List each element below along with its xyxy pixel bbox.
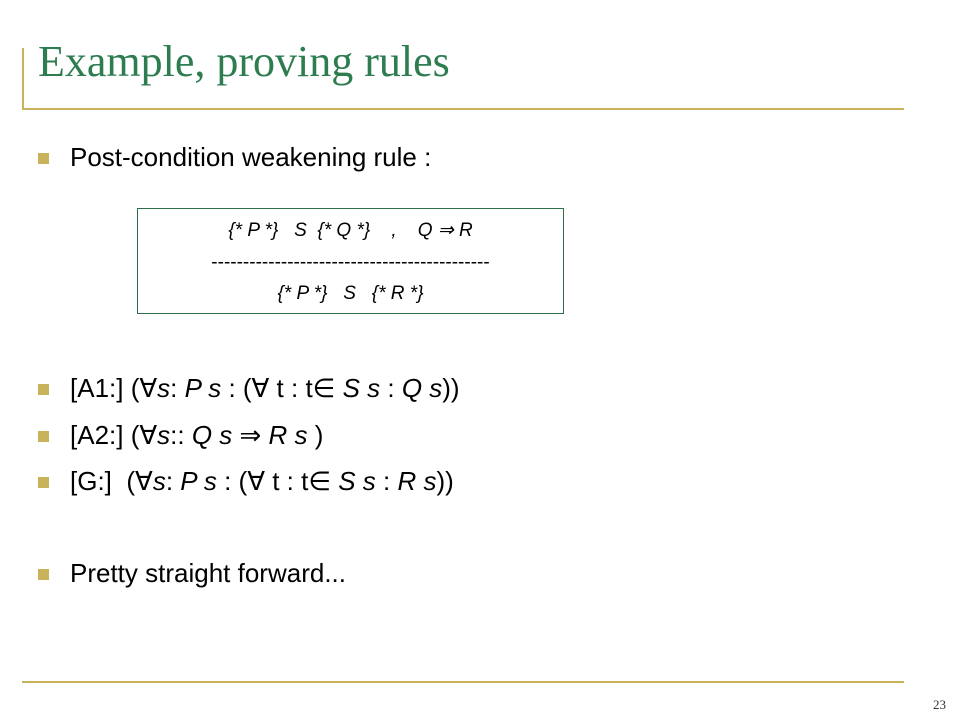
formula-var: P s [184,373,222,403]
title-accent-bar [22,48,24,110]
bullet-goal-g: [G:] (∀s: P s : (∀ t : t∈ S s : R s)) [38,464,898,498]
rule-premise: {* P *} S {* Q *} , Q ⇒ R [228,220,473,241]
inference-rule-box: {* P *} S {* Q *} , Q ⇒ R --------------… [137,208,564,314]
bullet-text: [A1:] (∀s: P s : (∀ t : t∈ S s : Q s)) [70,371,460,405]
formula-part: )) [442,373,460,403]
bullet-text: [A2:] (∀s:: Q s ⇒ R s ) [70,418,323,452]
formula-var: s [157,420,171,450]
bullet-text: [G:] (∀s: P s : (∀ t : t∈ S s : R s)) [70,464,454,498]
bullet-conclusion-remark: Pretty straight forward... [38,556,898,590]
formula-part: : [165,466,181,496]
formula-part: : [170,373,185,403]
formula-part: )) [436,466,454,496]
formula-part: (∀ [123,373,158,403]
bullet-square-icon [38,153,49,164]
bullet-square-icon [38,569,49,580]
page-title: Example, proving rules [38,37,450,86]
formula-var: R s [268,420,308,450]
formula-part: : (∀ t : t∈ [216,466,339,496]
footer-divider [22,681,904,683]
bullet-postcondition-rule: Post-condition weakening rule : [38,140,898,174]
formula-part: :: [170,420,192,450]
formula-part: : [375,466,398,496]
bullet-label: [G:] [70,466,112,496]
bullet-square-icon [38,477,49,488]
bullet-label: [A2:] [70,420,124,450]
formula-var: Q s [191,420,233,450]
formula-var: P s [180,466,217,496]
formula-var: s [157,373,171,403]
formula-var: S s [338,466,376,496]
formula-var: Q s [401,373,443,403]
rule-conclusion: {* P *} S {* R *} [277,283,424,304]
formula-part: ) [307,420,324,450]
bullet-text: Pretty straight forward... [70,558,346,588]
formula-part: (∀ [111,466,153,496]
bullet-assumption-a1: [A1:] (∀s: P s : (∀ t : t∈ S s : Q s)) [38,371,898,405]
formula-var: R s [397,466,437,496]
formula-part: ⇒ [232,420,269,450]
formula-var: s [152,466,166,496]
bullet-square-icon [38,431,49,442]
formula-var: S s [342,373,381,403]
bullet-text: Post-condition weakening rule : [70,142,432,172]
bullet-label: [A1:] [70,373,124,403]
bullet-assumption-a2: [A2:] (∀s:: Q s ⇒ R s ) [38,418,898,452]
rule-separator: ----------------------------------------… [211,252,490,273]
formula-part: : (∀ t : t∈ [221,373,343,403]
page-number: 23 [933,697,946,712]
title-underline [22,108,904,110]
formula-part: (∀ [123,420,158,450]
bullet-square-icon [38,384,49,395]
formula-part: : [380,373,402,403]
